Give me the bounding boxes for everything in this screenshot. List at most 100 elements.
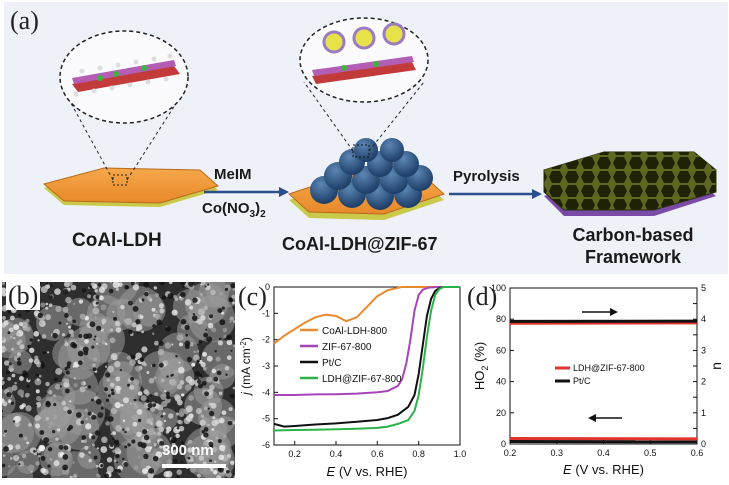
sem-speck: [19, 344, 25, 350]
sem-pore: [18, 463, 21, 466]
sem-speck: [129, 359, 136, 366]
sem-pore: [197, 383, 204, 389]
y-tick-label: -4: [262, 387, 270, 397]
sem-pore: [123, 461, 129, 467]
sem-pore: [214, 350, 217, 353]
sem-speck: [203, 406, 208, 411]
legend-entry: CoAl-LDH-800: [322, 326, 387, 337]
sem-speck: [104, 342, 108, 346]
sem-speck: [48, 303, 53, 308]
sem-grain: [106, 374, 141, 410]
sem-speck: [19, 404, 25, 410]
sem-speck: [177, 419, 182, 424]
sem-speck: [164, 342, 172, 349]
sem-pore: [100, 464, 104, 468]
sem-speck: [114, 360, 121, 368]
sem-pore: [67, 409, 72, 415]
sem-speck: [28, 423, 32, 427]
sem-pore: [137, 418, 142, 423]
sem-pore: [97, 283, 102, 287]
sem-speck: [182, 445, 186, 448]
sem-speck: [152, 332, 155, 335]
sem-pore: [154, 426, 157, 429]
sem-pore: [48, 295, 53, 300]
sem-pore: [198, 339, 203, 344]
y-tick-label: -1: [262, 308, 270, 318]
sem-speck: [2, 282, 6, 286]
sem-speck: [115, 327, 122, 333]
sem-pore: [103, 387, 109, 392]
sem-speck: [112, 431, 116, 435]
y-right-axis-title: n: [708, 362, 724, 370]
sem-pore: [159, 440, 165, 446]
sem-speck: [178, 342, 183, 347]
sem-speck: [210, 468, 214, 472]
sem-speck: [185, 405, 193, 413]
ldh-zif-label: CoAl-LDH@ZIF-67: [282, 234, 438, 254]
sem-speck: [153, 286, 158, 290]
sem-speck: [101, 318, 107, 324]
sem-pore: [3, 446, 9, 452]
sem-speck: [198, 455, 205, 461]
sem-pore: [203, 427, 209, 432]
sem-speck: [100, 328, 105, 332]
sem-speck: [132, 421, 138, 427]
sem-speck: [115, 376, 121, 382]
sem-speck: [9, 457, 13, 460]
sem-grain: [57, 337, 101, 380]
sem-pore: [2, 463, 6, 468]
sem-speck: [120, 304, 125, 310]
sem-pore: [161, 295, 167, 300]
sem-pore: [63, 445, 69, 451]
sem-pore: [176, 426, 180, 430]
sem-speck: [125, 426, 130, 432]
sem-speck: [72, 365, 75, 368]
sem-speck: [146, 418, 152, 424]
sem-pore: [104, 473, 110, 478]
y-left-tick-label: 0: [501, 439, 506, 449]
sem-speck: [145, 391, 150, 396]
sem-pore: [110, 388, 114, 392]
sem-speck: [106, 457, 113, 463]
sem-pore: [6, 370, 11, 375]
sem-speck: [202, 351, 208, 357]
sem-grain: [36, 305, 72, 341]
sem-speck: [30, 470, 33, 473]
sem-pore: [78, 334, 83, 339]
sem-pore: [10, 401, 15, 405]
sem-speck: [203, 366, 207, 371]
sem-grain: [119, 401, 165, 447]
sem-pore: [127, 383, 130, 387]
sem-pore: [143, 282, 150, 288]
sem-speck: [63, 406, 68, 412]
sem-speck: [163, 419, 167, 423]
sem-speck: [110, 407, 118, 415]
sem-speck: [179, 380, 185, 386]
y-tick-label: 0: [265, 282, 270, 292]
sem-pore: [151, 363, 156, 368]
y-left-tick-label: 80: [496, 314, 506, 324]
sem-speck: [38, 374, 42, 378]
sem-speck: [195, 408, 203, 415]
sem-pore: [148, 467, 155, 474]
sem-pore: [201, 430, 205, 434]
sem-pore: [35, 373, 40, 377]
series-line: [273, 286, 460, 345]
sem-speck: [149, 446, 153, 449]
sem-pore: [54, 377, 59, 382]
sem-speck: [91, 443, 95, 447]
sem-speck: [62, 306, 69, 313]
sem-speck: [168, 413, 174, 419]
sem-pore: [125, 285, 130, 289]
sem-pore: [208, 459, 212, 463]
sem-pore: [95, 301, 99, 305]
sem-pore: [45, 282, 49, 285]
sem-speck: [11, 347, 15, 351]
sem-speck: [165, 430, 170, 434]
sem-pore: [109, 443, 114, 448]
sem-speck: [92, 363, 96, 368]
sem-pore: [115, 453, 120, 459]
sem-speck: [160, 393, 167, 400]
sem-pore: [95, 430, 101, 436]
sem-speck: [8, 327, 14, 333]
